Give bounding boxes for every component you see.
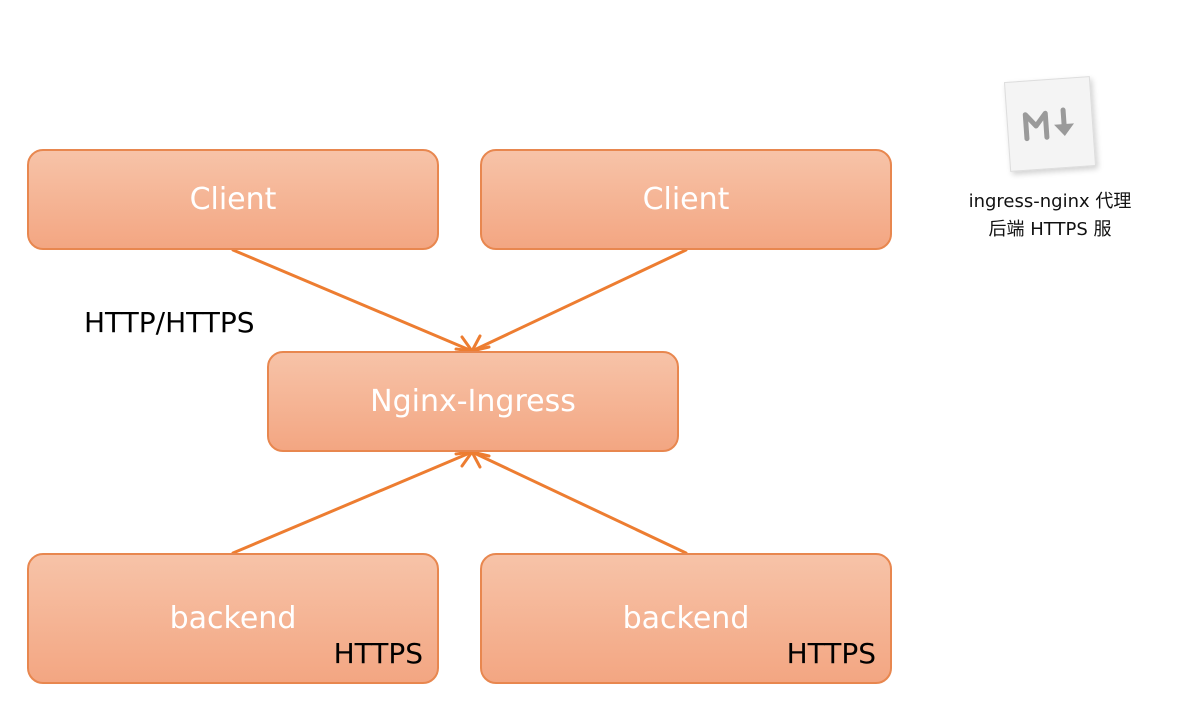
client-node-label: Client [189, 182, 277, 217]
connector-client-left-to-ingress [231, 248, 474, 353]
client-node[interactable]: Client [27, 149, 439, 250]
attachment-caption-line: ingress-nginx 代理 [968, 191, 1132, 212]
backend-node[interactable]: backend HTTPS [480, 553, 892, 684]
connector-backend-left-to-ingress [231, 450, 474, 555]
attachment-caption[interactable]: ingress-nginx 代理 后端 HTTPS 服 [945, 188, 1155, 244]
connector-backend-right-to-ingress [470, 450, 688, 555]
nginx-ingress-node-label: Nginx-Ingress [370, 384, 576, 419]
backend-node-label: backend [622, 601, 750, 636]
client-node-label: Client [642, 182, 730, 217]
edge-protocol-label: HTTP/HTTPS [84, 306, 255, 339]
backend-protocol-label: HTTPS [333, 637, 423, 670]
nginx-ingress-node[interactable]: Nginx-Ingress [267, 351, 679, 452]
markdown-file-icon[interactable] [1003, 76, 1097, 172]
markdown-logo-icon [1022, 107, 1075, 142]
connector-client-right-to-ingress [470, 248, 688, 353]
client-node[interactable]: Client [480, 149, 892, 250]
backend-protocol-label: HTTPS [786, 637, 876, 670]
arrowhead-up-right [470, 450, 491, 469]
attachment-caption-line: 后端 HTTPS 服 [988, 219, 1112, 240]
backend-node[interactable]: backend HTTPS [27, 553, 439, 684]
backend-node-label: backend [169, 601, 297, 636]
